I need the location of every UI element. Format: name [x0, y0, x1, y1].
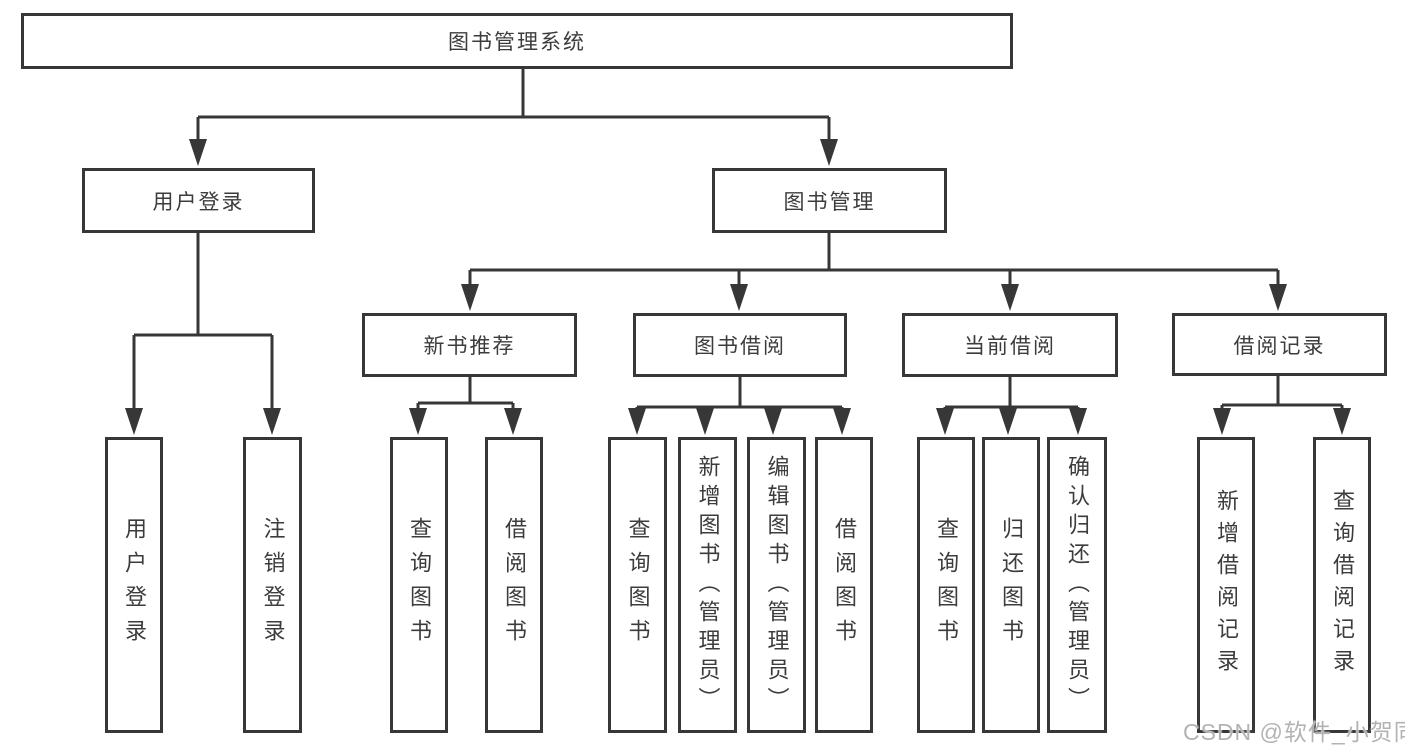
arrowheads	[125, 139, 1351, 435]
node-book-borrowing-label: 图书借阅	[694, 335, 786, 358]
leaf-edit-books-admin-label: 编辑图书（管理员）	[764, 454, 790, 716]
leaf-query-borrow-record: 查询借阅记录	[1313, 437, 1371, 733]
node-book-management-label: 图书管理	[783, 190, 876, 214]
leaf-recommend-borrow-books: 借阅图书	[485, 437, 543, 733]
node-current-borrowing-label: 当前借阅	[964, 335, 1056, 358]
leaf-add-books-admin: 新增图书（管理员）	[678, 437, 737, 733]
leaf-add-borrow-record-label: 新增借阅记录	[1214, 489, 1239, 681]
leaf-confirm-return-admin-label: 确认归还（管理员）	[1065, 454, 1090, 716]
leaf-query-borrow-record-label: 查询借阅记录	[1330, 489, 1355, 681]
leaf-recommend-query-books: 查询图书	[390, 437, 448, 733]
leaf-return-books: 归还图书	[982, 437, 1040, 733]
leaf-user-login-label: 用户登录	[122, 517, 147, 653]
leaf-confirm-return-admin: 确认归还（管理员）	[1047, 437, 1107, 733]
leaf-borrowing-borrow-books: 借阅图书	[815, 437, 873, 733]
leaf-recommend-query-books-label: 查询图书	[407, 517, 432, 653]
leaf-current-query-books-label: 查询图书	[934, 517, 959, 653]
leaf-add-borrow-record: 新增借阅记录	[1197, 437, 1255, 733]
leaf-add-books-admin-label: 新增图书（管理员）	[695, 454, 721, 716]
leaf-current-query-books: 查询图书	[917, 437, 975, 733]
node-new-book-recommend: 新书推荐	[362, 313, 577, 377]
csdn-watermark: CSDN @软件_小贺同学	[1183, 719, 1405, 745]
node-borrowing-records: 借阅记录	[1172, 313, 1387, 376]
leaf-edit-books-admin: 编辑图书（管理员）	[747, 437, 806, 733]
leaf-borrowing-borrow-books-label: 借阅图书	[832, 517, 857, 653]
node-borrowing-records-label: 借阅记录	[1233, 334, 1326, 358]
leaf-logout-label: 注销登录	[260, 517, 286, 653]
leaf-logout: 注销登录	[243, 437, 302, 733]
leaf-user-login: 用户登录	[105, 437, 163, 733]
leaf-borrowing-query-books: 查询图书	[608, 437, 667, 733]
node-library-management-system: 图书管理系统	[21, 13, 1013, 69]
node-book-management: 图书管理	[712, 168, 947, 233]
node-user-login: 用户登录	[82, 168, 315, 233]
node-user-login-label: 用户登录	[152, 190, 245, 214]
leaf-borrowing-query-books-label: 查询图书	[625, 517, 651, 653]
node-new-book-recommend-label: 新书推荐	[423, 335, 516, 358]
leaf-recommend-borrow-books-label: 借阅图书	[502, 517, 527, 653]
node-book-borrowing: 图书借阅	[633, 313, 847, 377]
node-library-management-system-label: 图书管理系统	[448, 31, 586, 54]
leaf-return-books-label: 归还图书	[999, 517, 1024, 653]
node-current-borrowing: 当前借阅	[902, 313, 1118, 377]
